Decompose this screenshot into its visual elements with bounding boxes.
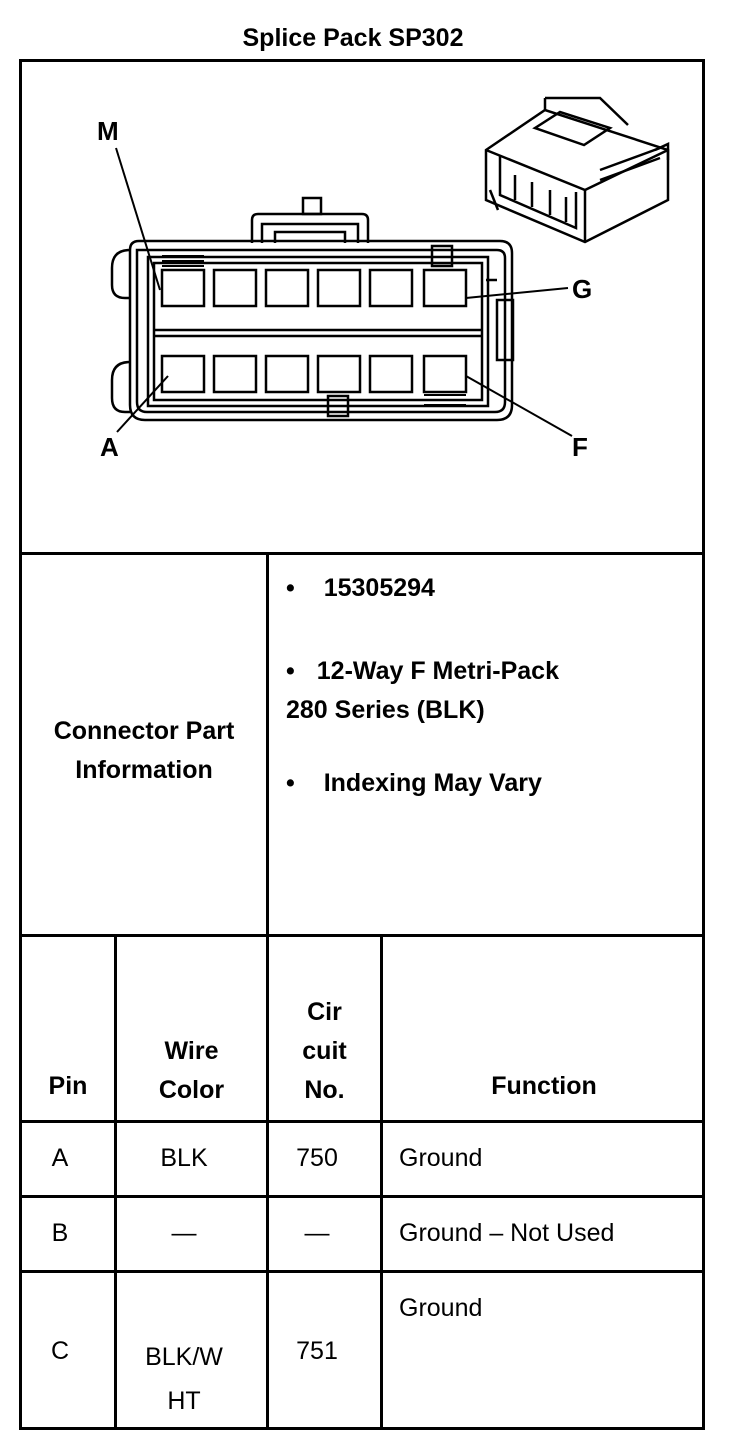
table-row-c-circuit: 751	[296, 1337, 338, 1365]
section-divider	[19, 934, 705, 937]
table-row-a-wire: BLK	[160, 1144, 208, 1172]
column-divider	[266, 552, 269, 1430]
connector-info-label: Connector Part Information	[53, 717, 235, 784]
bullet: •	[286, 574, 295, 602]
table-row-divider	[19, 1195, 705, 1198]
header-function: Function	[491, 1072, 597, 1100]
table-row-b-function: Ground – Not Used	[399, 1219, 615, 1247]
table-row-b-wire: —	[171, 1219, 197, 1247]
pin-label-f: F	[572, 432, 588, 462]
pin-label-m: M	[97, 116, 119, 146]
connector-info-item-1: • 15305294	[286, 574, 435, 602]
header-wire-color: Wire Color	[158, 1037, 225, 1104]
table-row-c-pin: C	[50, 1337, 70, 1365]
connector-isometric-icon	[484, 96, 670, 244]
connector-info-item-2: •12-Way F Metri-Pack 280 Series (BLK)	[286, 657, 559, 724]
table-row-a-function: Ground	[399, 1144, 483, 1172]
bullet: •	[286, 769, 295, 797]
table-header-divider	[19, 1120, 705, 1123]
connector-diagram: M G A F	[97, 96, 670, 462]
bullet: •	[286, 657, 295, 685]
header-pin: Pin	[48, 1072, 88, 1100]
pin-label-g: G	[572, 274, 592, 304]
table-row-b-pin: B	[51, 1219, 69, 1247]
pin-label-a: A	[100, 432, 119, 462]
table-row-divider	[19, 1270, 705, 1273]
column-divider	[114, 934, 117, 1430]
section-divider	[19, 552, 705, 555]
table-row-c-wire: BLK/W HT	[145, 1343, 223, 1415]
table-row-c-function: Ground	[399, 1294, 483, 1322]
document-frame	[19, 59, 705, 1430]
table-row-a-pin: A	[51, 1144, 69, 1172]
table-row-b-circuit: —	[304, 1219, 330, 1247]
header-circuit-no: Cir cuit No.	[302, 998, 347, 1104]
column-divider	[380, 934, 383, 1430]
page-title: Splice Pack SP302	[242, 24, 464, 52]
table-row-a-circuit: 750	[296, 1144, 338, 1172]
connector-info-item-3: • Indexing May Vary	[286, 769, 542, 797]
